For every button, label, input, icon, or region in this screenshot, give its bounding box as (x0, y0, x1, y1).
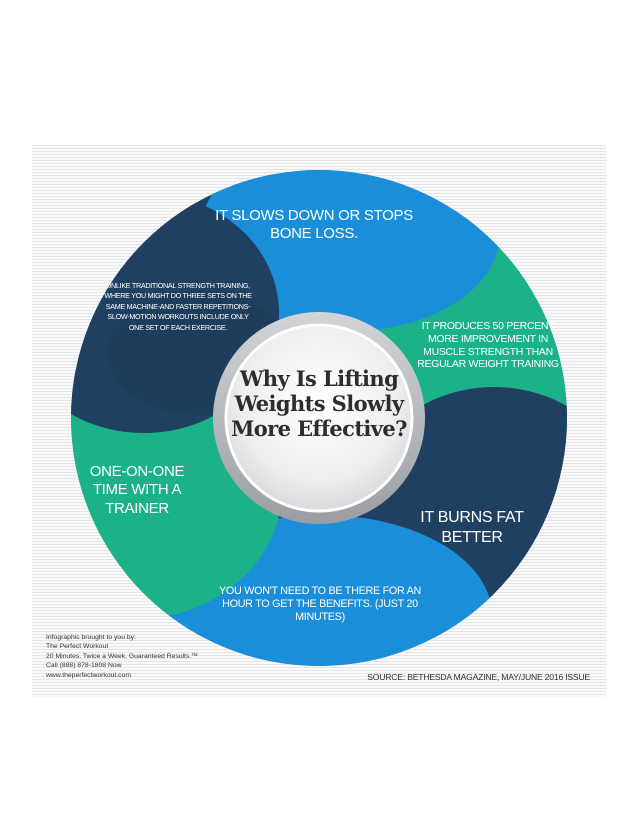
segment-top-text: IT SLOWS DOWN OR STOPS BONE LOSS. (215, 207, 413, 243)
credit-line-company: The Perfect Workout (46, 643, 109, 651)
segment-left-text: ONE-ON-ONE TIME WITH A TRAINER (89, 463, 185, 517)
credit-line-website: www.theperfectworkout.com (46, 671, 131, 679)
credit-line-phone: Call (888) 878-1808 Now (46, 662, 122, 670)
segment-upper-right-text: IT PRODUCES 50 PERCENT MORE IMPROVEMENT … (417, 320, 559, 371)
wheel-graphic (71, 170, 567, 666)
credit-line-intro: Infographic brought to you by: (46, 634, 136, 641)
segment-left-shape (71, 360, 282, 620)
infographic-panel: IT SLOWS DOWN OR STOPS BONE LOSS. UNLIKE… (32, 145, 606, 697)
hub-center (224, 323, 414, 513)
segment-bottom-text: YOU WON'T NEED TO BE THERE FOR AN HOUR T… (219, 585, 421, 624)
infographic-title: Why Is Lifting Weights Slowly More Effec… (231, 366, 407, 441)
source-note: SOURCE: BETHESDA MAGAZINE, MAY/JUNE 2016… (367, 672, 590, 682)
credit-block: Infographic brought to you by: The Perfe… (46, 633, 266, 680)
segment-right-text: IT BURNS FAT BETTER (420, 509, 524, 546)
credit-line-tagline: 20 Minutes. Twice a Week. Guaranteed Res… (46, 652, 198, 660)
segment-upper-left-text: UNLIKE TRADITIONAL STRENGTH TRAINING, WH… (104, 281, 252, 332)
